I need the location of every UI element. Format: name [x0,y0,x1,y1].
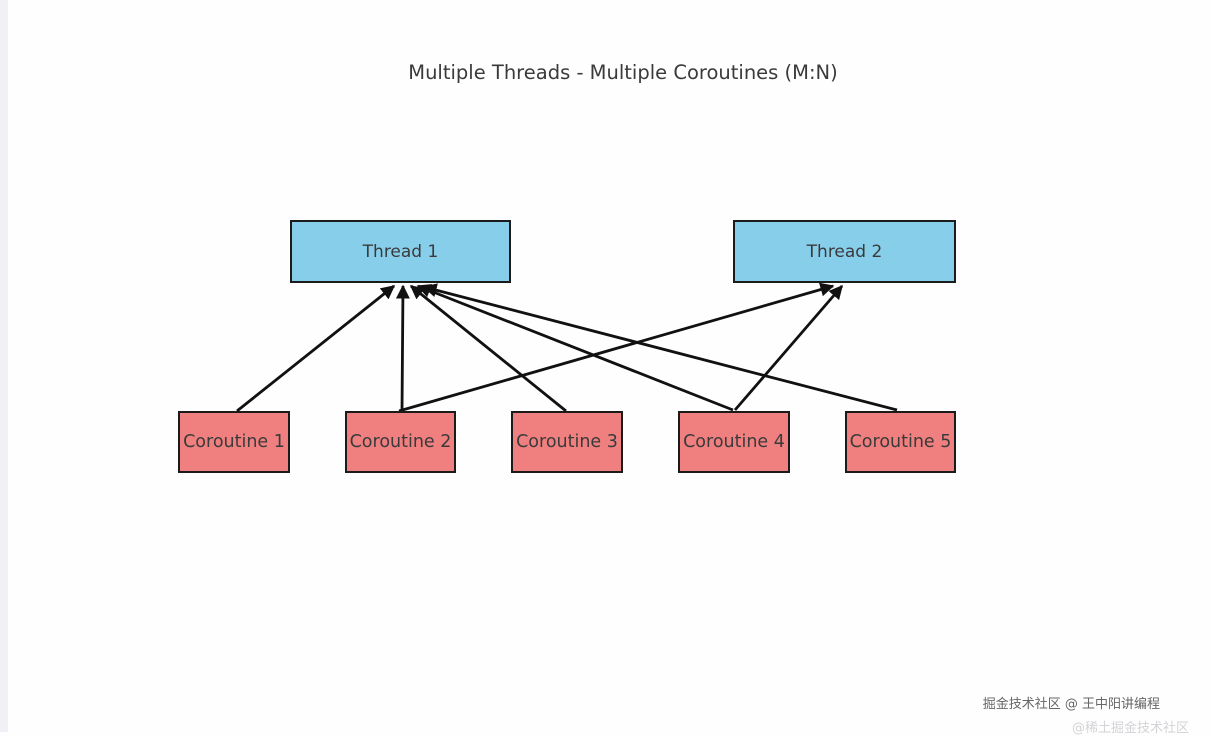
arrow-coroutine-2-to-thread-2 [398,282,835,413]
coroutine-4-box: Coroutine 4 [678,411,790,473]
arrow-coroutine-5-to-thread-1 [422,283,898,412]
thread-2-label: Thread 2 [806,241,883,262]
coroutine-4-label: Coroutine 4 [683,432,785,452]
arrow-coroutine-2-to-thread-1 [395,284,410,412]
diagram-title: Multiple Threads - Multiple Coroutines (… [408,61,838,84]
arrow-coroutine-4-to-thread-1 [416,284,734,412]
arrow-coroutine-3-to-thread-1 [409,284,567,413]
thread-1-label: Thread 1 [362,241,439,262]
coroutine-2-box: Coroutine 2 [345,411,456,473]
arrow-coroutine-4-to-thread-2 [733,284,844,411]
thread-2-box: Thread 2 [733,220,956,283]
watermark-secondary: @稀土掘金技术社区 [1071,721,1189,736]
coroutine-1-label: Coroutine 1 [183,432,285,452]
coroutine-2-label: Coroutine 2 [349,432,452,452]
coroutine-5-box: Coroutine 5 [845,411,956,473]
coroutine-1-box: Coroutine 1 [178,411,290,473]
edges-group [236,282,898,413]
thread-1-box: Thread 1 [290,220,511,283]
coroutine-3-label: Coroutine 3 [516,432,618,452]
coroutine-5-label: Coroutine 5 [849,432,952,452]
coroutine-3-box: Coroutine 3 [511,411,623,473]
left-edge-strip [0,0,8,732]
watermark-primary: 掘金技术社区 @ 王中阳讲编程 [982,697,1160,712]
arrow-coroutine-1-to-thread-1 [236,284,396,413]
